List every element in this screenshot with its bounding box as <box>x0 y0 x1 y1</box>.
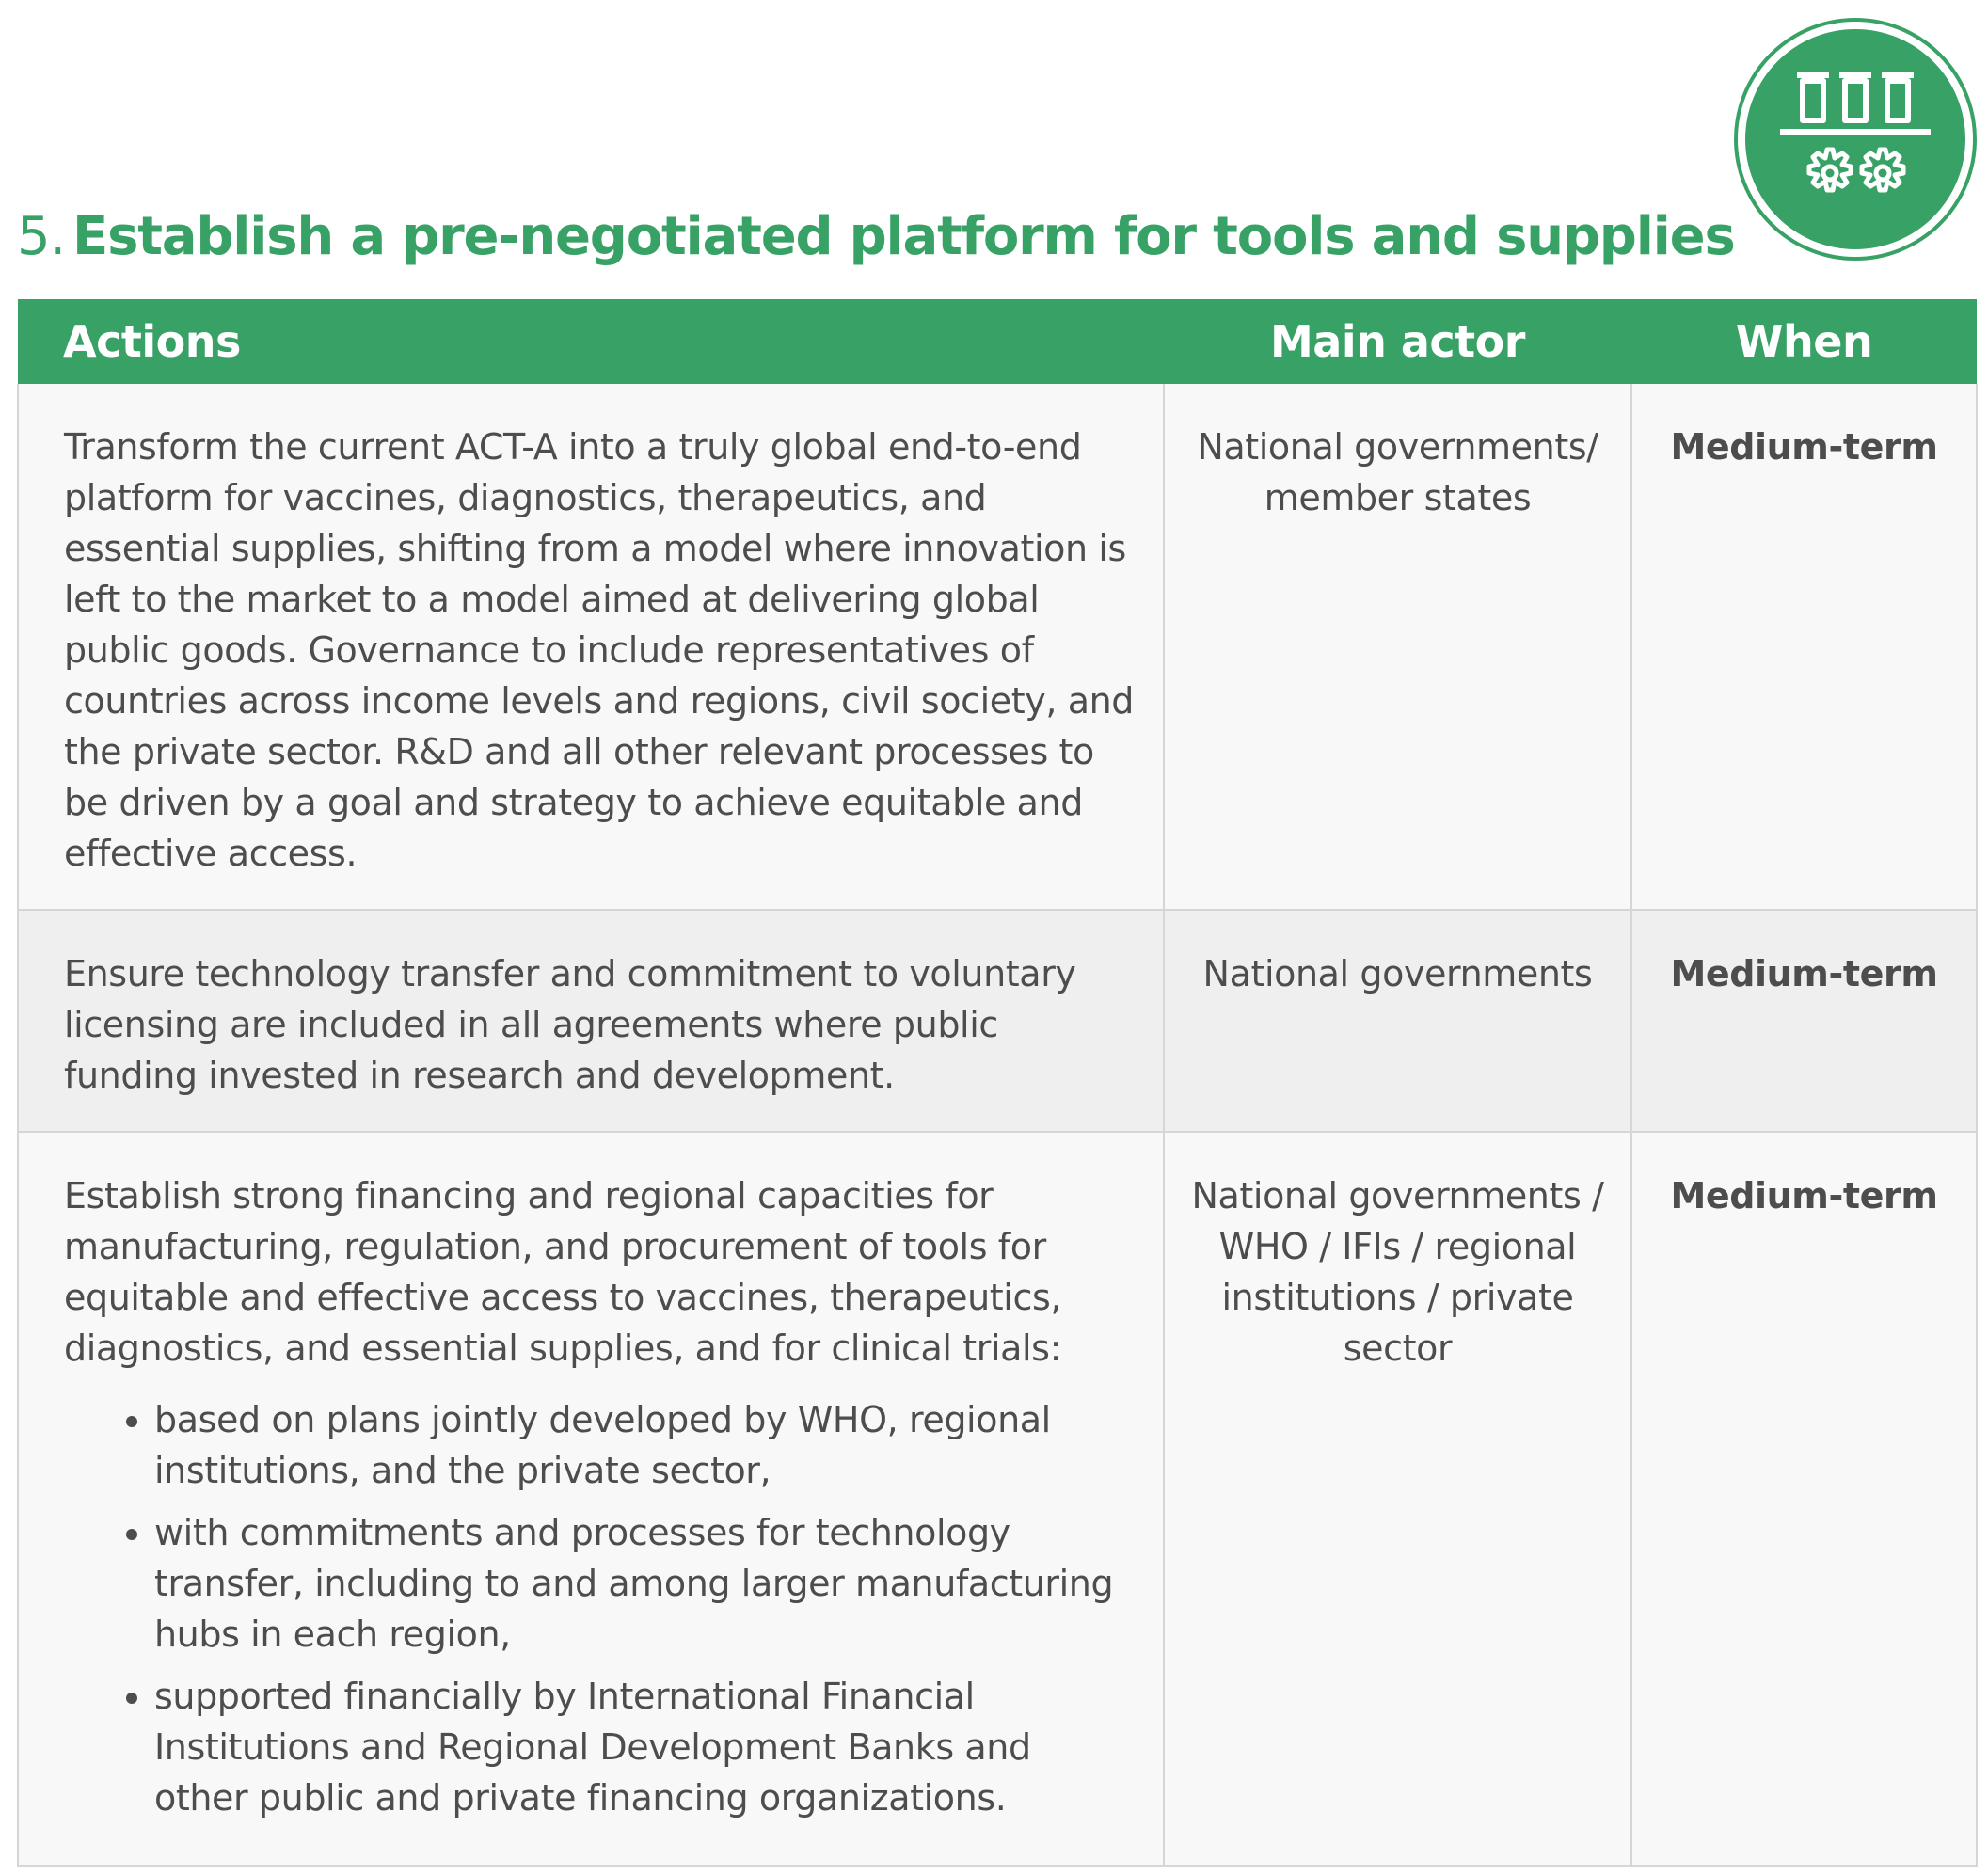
vials-and-gears-icon <box>1734 18 1977 261</box>
actor-cell: National governments / WHO / IFIs / regi… <box>1163 1132 1632 1867</box>
actions-table: Actions Main actor When Transform the cu… <box>17 299 1978 1867</box>
actor-cell: National governments/ member states <box>1163 384 1632 911</box>
list-item: with commitments and processes for techn… <box>154 1507 1135 1660</box>
list-item: supported financially by International F… <box>154 1671 1135 1823</box>
action-cell: Transform the current ACT-A into a truly… <box>17 384 1165 911</box>
header-main-actor: Main actor <box>1164 299 1631 384</box>
when-cell: Medium-term <box>1630 384 1978 911</box>
section-title-text: Establish a pre-negotiated platform for … <box>72 206 1736 267</box>
header-when: When <box>1631 299 1977 384</box>
action-cell: Ensure technology transfer and commitmen… <box>17 910 1165 1133</box>
section-title: 5.Establish a pre-negotiated platform fo… <box>17 199 1736 275</box>
table-row: Establish strong financing and regional … <box>17 1132 1978 1867</box>
table-header-row: Actions Main actor When <box>18 299 1977 384</box>
when-cell: Medium-term <box>1630 1132 1978 1867</box>
header-actions: Actions <box>18 299 1164 384</box>
action-cell: Establish strong financing and regional … <box>17 1132 1165 1867</box>
when-cell: Medium-term <box>1630 910 1978 1133</box>
action-text: Establish strong financing and regional … <box>64 1175 1062 1369</box>
section-number: 5. <box>17 206 66 267</box>
table-row: Ensure technology transfer and commitmen… <box>17 910 1978 1133</box>
action-bullet-list: based on plans jointly developed by WHO,… <box>64 1394 1135 1823</box>
list-item: based on plans jointly developed by WHO,… <box>154 1394 1135 1496</box>
actor-cell: National governments <box>1163 910 1632 1133</box>
table-row: Transform the current ACT-A into a truly… <box>17 384 1978 911</box>
